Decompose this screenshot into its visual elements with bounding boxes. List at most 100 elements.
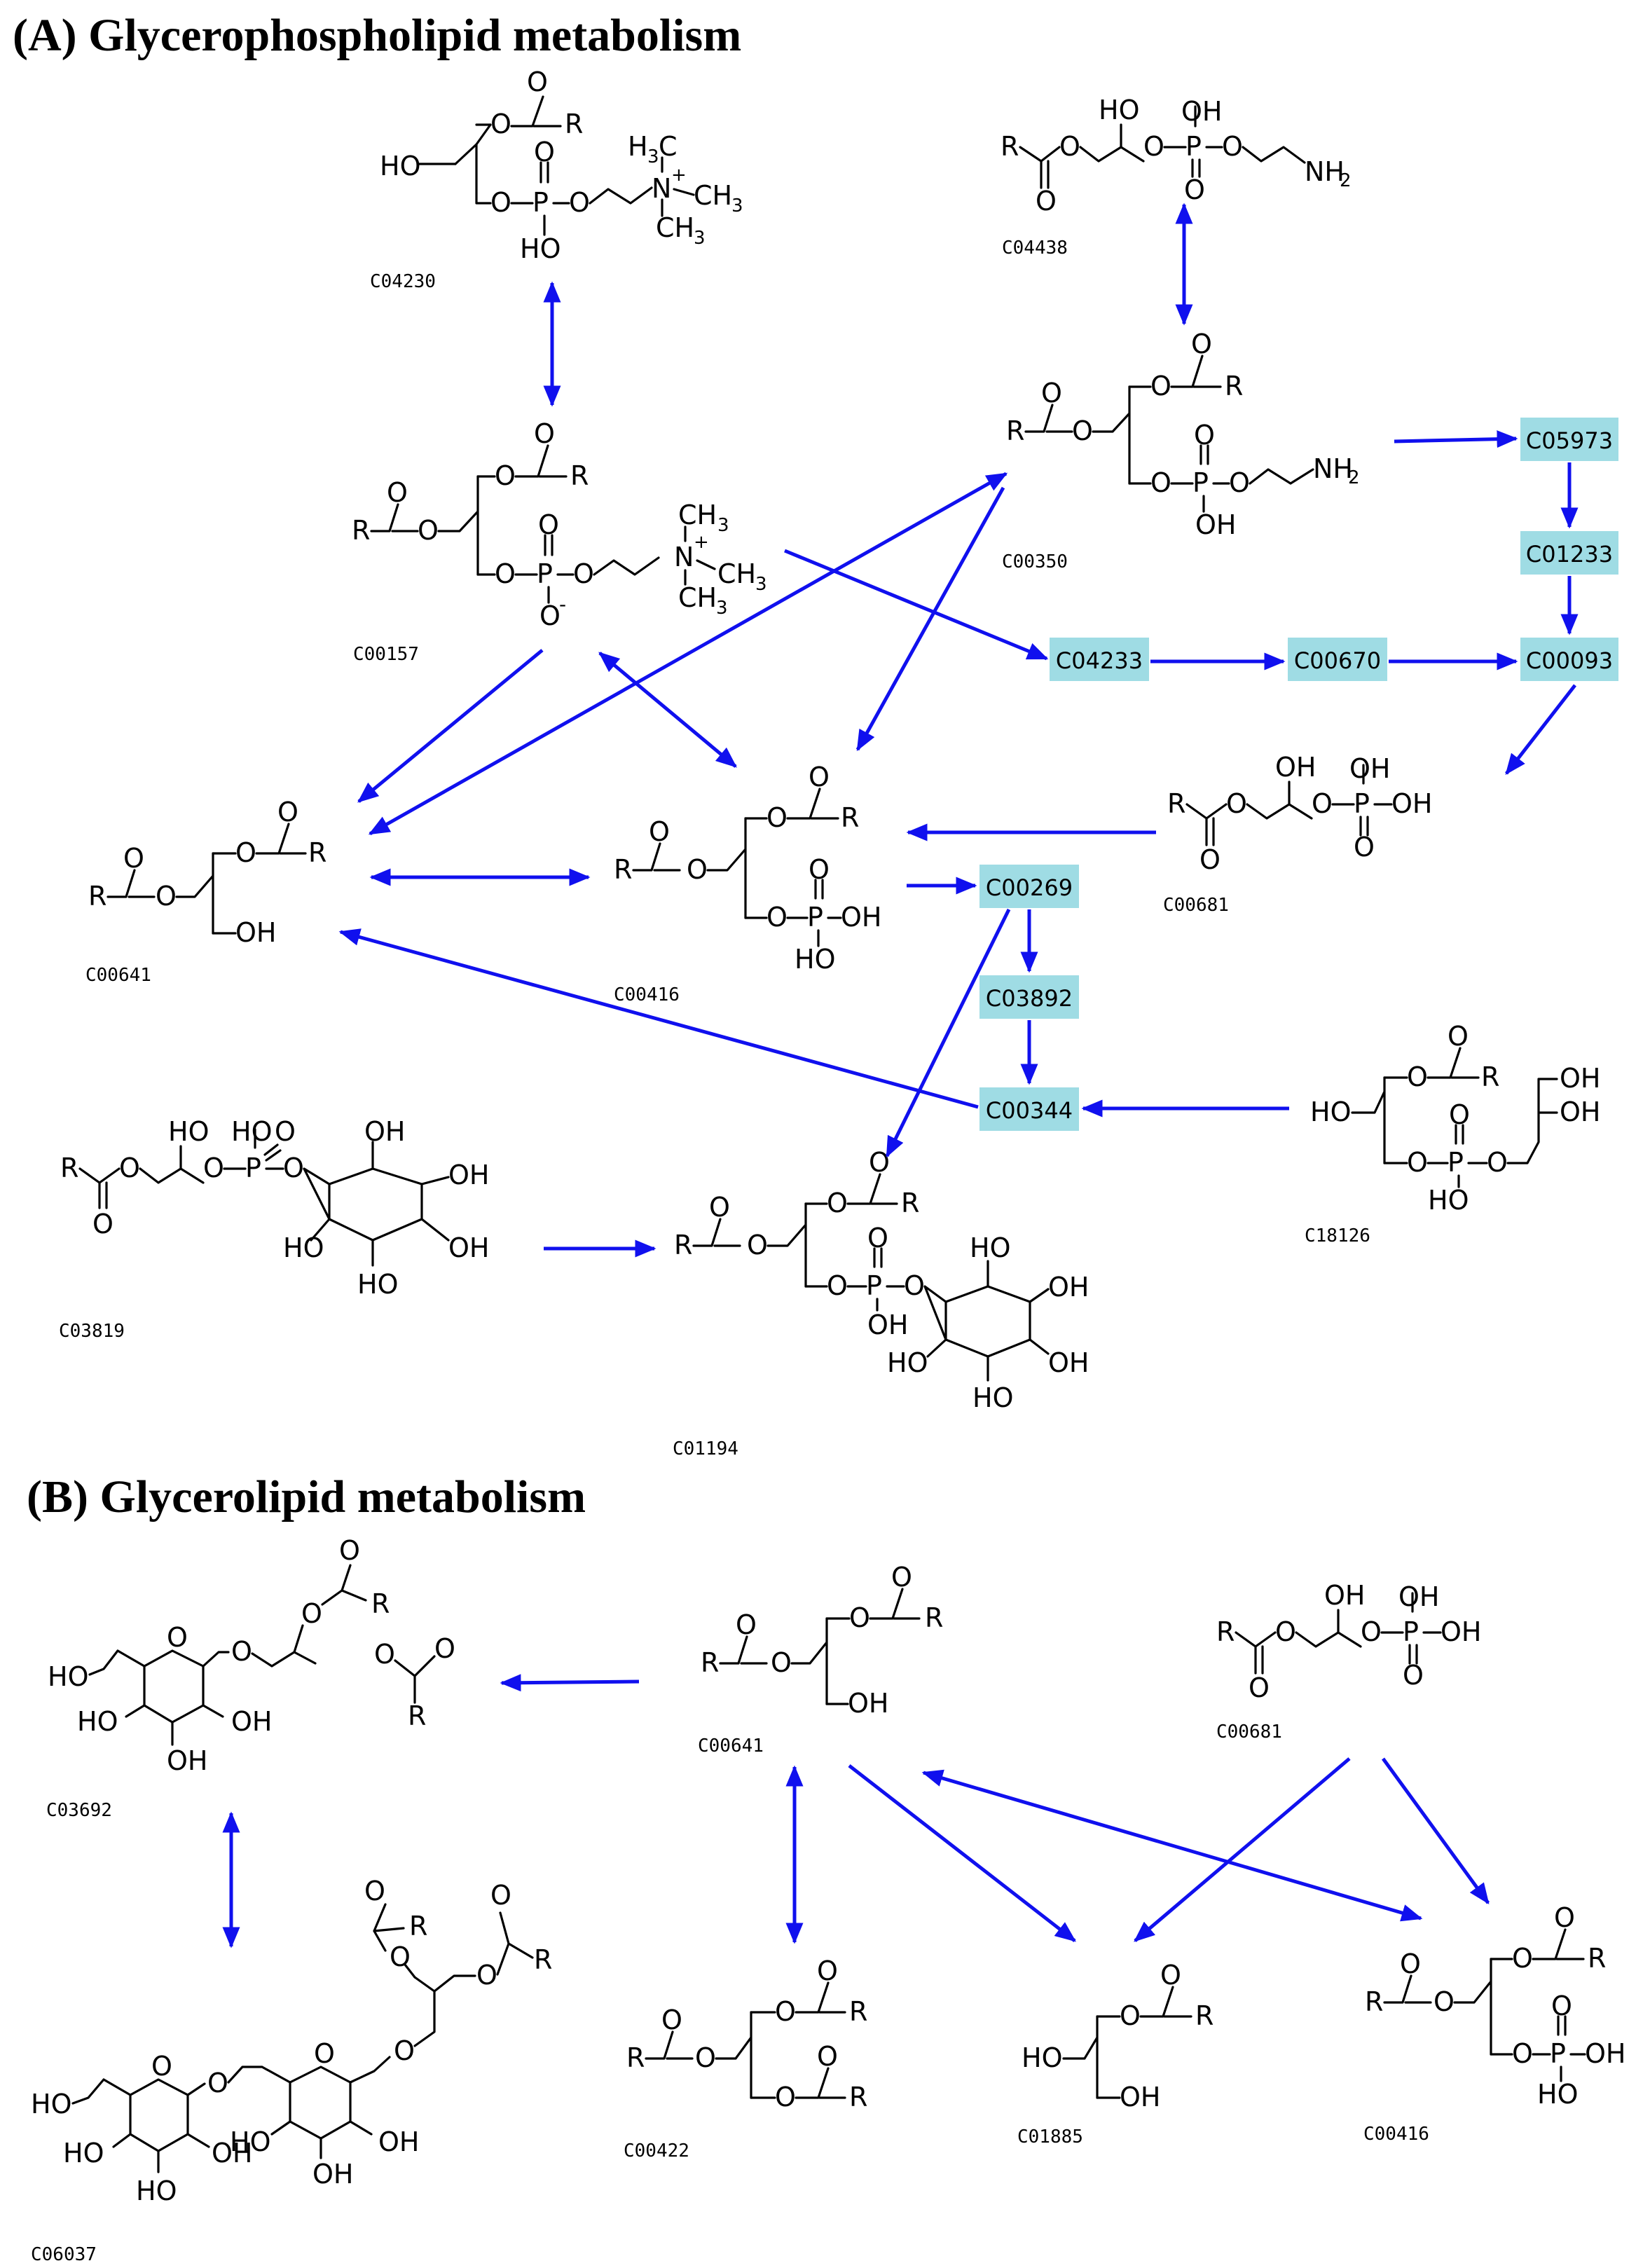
svg-text:O: O xyxy=(1312,788,1333,819)
svg-text:O: O xyxy=(1226,788,1247,819)
svg-text:O: O xyxy=(817,1956,838,1986)
box-c03892[interactable]: C03892 xyxy=(979,975,1079,1019)
box-c00093[interactable]: C00093 xyxy=(1520,638,1618,681)
svg-text:C00344: C00344 xyxy=(986,1097,1073,1124)
svg-text:O: O xyxy=(809,854,830,885)
svg-text:OH: OH xyxy=(1048,1347,1089,1378)
label-c18126: C18126 xyxy=(1305,1225,1370,1246)
svg-text:O: O xyxy=(527,67,548,97)
svg-text:O: O xyxy=(490,109,511,139)
svg-text:O: O xyxy=(490,1880,511,1911)
box-c00269[interactable]: C00269 xyxy=(979,865,1079,908)
svg-text:R: R xyxy=(841,802,859,833)
svg-text:P: P xyxy=(537,558,553,589)
svg-text:O: O xyxy=(1184,174,1205,205)
svg-text:OH: OH xyxy=(364,1116,405,1147)
svg-text:O: O xyxy=(1400,1949,1421,1979)
svg-text:O: O xyxy=(1407,1061,1428,1092)
svg-text:HO: HO xyxy=(795,944,835,975)
svg-text:OH: OH xyxy=(867,1310,908,1340)
svg-text:O: O xyxy=(1512,1943,1533,1974)
svg-text:O: O xyxy=(1150,467,1171,498)
svg-text:O: O xyxy=(1512,2038,1533,2069)
svg-text:R: R xyxy=(371,1588,390,1619)
svg-text:O: O xyxy=(490,187,511,218)
label-c03819: C03819 xyxy=(59,1321,125,1342)
svg-text:O: O xyxy=(1143,131,1164,162)
structure-c04230: HO O O R O P O HO O N + H 3 C CH 3 CH 3 … xyxy=(370,67,743,292)
arrow-c00157-c00641 xyxy=(357,649,544,803)
label-c01194: C01194 xyxy=(673,1438,738,1459)
svg-text:+: + xyxy=(694,532,709,553)
svg-text:H: H xyxy=(628,131,648,162)
svg-text:3: 3 xyxy=(694,228,706,249)
box-c00344[interactable]: C00344 xyxy=(979,1087,1079,1131)
label-c00350: C00350 xyxy=(1002,551,1068,572)
svg-text:O: O xyxy=(476,1960,497,1991)
svg-text:OH: OH xyxy=(841,902,881,933)
svg-text:O: O xyxy=(231,1636,252,1667)
structure-c00416-b: R O O O O R O P O HO OH C00416 xyxy=(1363,1902,1625,2145)
svg-text:OH: OH xyxy=(1560,1063,1600,1094)
svg-text:P: P xyxy=(245,1153,261,1183)
svg-text:O: O xyxy=(747,1230,768,1260)
svg-text:P: P xyxy=(1185,131,1202,162)
svg-text:O: O xyxy=(534,137,555,167)
svg-text:O: O xyxy=(495,558,516,589)
box-c05973[interactable]: C05973 xyxy=(1520,418,1618,461)
box-c01233[interactable]: C01233 xyxy=(1520,531,1618,575)
svg-text:O: O xyxy=(151,2051,172,2082)
svg-text:O: O xyxy=(314,2038,335,2069)
arrow-c00681-c01885 xyxy=(1134,1757,1351,1942)
svg-text:NH: NH xyxy=(1305,156,1345,187)
svg-text:O: O xyxy=(539,600,561,631)
svg-text:O: O xyxy=(156,881,177,912)
svg-text:3: 3 xyxy=(716,598,728,619)
label-c00681-b: C00681 xyxy=(1216,1721,1282,1743)
svg-text:O: O xyxy=(167,1622,188,1653)
structure-c18126: HO O O R O P O HO O OH OH C18126 xyxy=(1305,1021,1600,1246)
svg-text:C01233: C01233 xyxy=(1526,541,1613,568)
svg-text:HO: HO xyxy=(63,2138,104,2169)
svg-text:3: 3 xyxy=(717,515,729,536)
arrow-c00093-c00681 xyxy=(1505,684,1576,775)
arrow-c00350-c05973 xyxy=(1394,430,1518,448)
svg-text:3: 3 xyxy=(731,195,743,217)
label-c06037: C06037 xyxy=(31,2244,97,2265)
svg-text:O: O xyxy=(573,558,594,589)
label-c00641-a: C00641 xyxy=(85,965,151,986)
box-c04233[interactable]: C04233 xyxy=(1050,638,1149,681)
svg-text:O: O xyxy=(1275,1616,1296,1647)
svg-text:HO: HO xyxy=(357,1269,398,1300)
svg-text:O: O xyxy=(1191,329,1212,359)
svg-text:R: R xyxy=(1365,1986,1383,2017)
svg-text:R: R xyxy=(1167,788,1185,819)
svg-text:O: O xyxy=(301,1598,322,1629)
svg-text:OH: OH xyxy=(448,1232,489,1263)
svg-text:R: R xyxy=(849,2082,867,2112)
svg-text:OH: OH xyxy=(1324,1580,1365,1611)
svg-text:O: O xyxy=(1199,844,1221,875)
label-c03692: C03692 xyxy=(46,1800,112,1821)
svg-text:OH: OH xyxy=(235,917,276,948)
label-c04438: C04438 xyxy=(1002,238,1068,259)
svg-text:O: O xyxy=(207,2068,228,2098)
svg-text:O: O xyxy=(390,1941,411,1972)
svg-text:OH: OH xyxy=(1275,752,1316,783)
svg-text:O: O xyxy=(867,1223,888,1253)
svg-text:O: O xyxy=(277,797,298,827)
panel-b-title: (B) Glycerolipid metabolism xyxy=(27,1471,586,1523)
svg-text:OH: OH xyxy=(312,2159,353,2190)
svg-text:C00093: C00093 xyxy=(1526,647,1613,674)
svg-text:R: R xyxy=(570,460,589,491)
svg-text:O: O xyxy=(1554,1902,1575,1933)
structure-c00416-a: R O O O O R O P O HO OH C00416 xyxy=(614,762,881,1005)
box-c00670[interactable]: C00670 xyxy=(1288,638,1387,681)
svg-text:R: R xyxy=(1006,415,1024,446)
structure-c01885: HO O O R OH C01885 xyxy=(1017,1960,1214,2147)
svg-text:O: O xyxy=(1229,467,1250,498)
svg-text:O: O xyxy=(1222,131,1243,162)
svg-text:C04233: C04233 xyxy=(1056,647,1143,674)
svg-text:P: P xyxy=(1403,1616,1419,1647)
structure-c00641-a: R O O O O R OH C00641 xyxy=(85,797,326,986)
